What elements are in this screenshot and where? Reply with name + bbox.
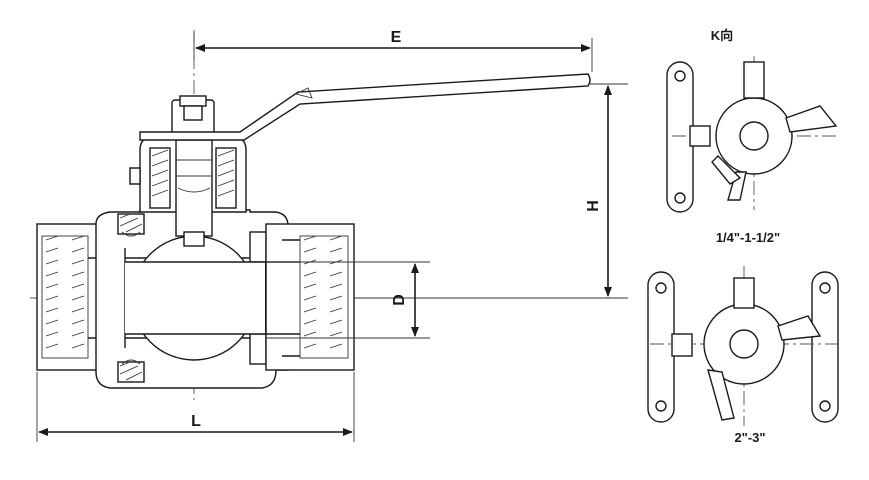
valve-section-view <box>30 30 591 400</box>
k-view-large-sizes <box>647 266 842 426</box>
dimension-E-label: E <box>391 29 402 46</box>
dimension-L-label: L <box>191 413 201 430</box>
k-view-label: K向 <box>711 28 733 43</box>
k-view-small-sizes <box>666 56 840 213</box>
bottom-view-caption: 2"-3" <box>734 430 765 445</box>
dimension-H: H <box>354 83 628 299</box>
dimension-D: D <box>266 261 430 339</box>
lever-handle <box>139 73 591 141</box>
dimension-E: E <box>193 29 593 72</box>
dimension-H-label: H <box>585 200 602 212</box>
top-view-caption: 1/4"-1-1/2" <box>716 230 780 245</box>
dimension-L: L <box>36 372 355 442</box>
stem-bonnet <box>129 95 247 247</box>
dimension-D-label: D <box>391 294 408 306</box>
ball <box>125 235 265 361</box>
right-end-connector <box>265 223 355 371</box>
